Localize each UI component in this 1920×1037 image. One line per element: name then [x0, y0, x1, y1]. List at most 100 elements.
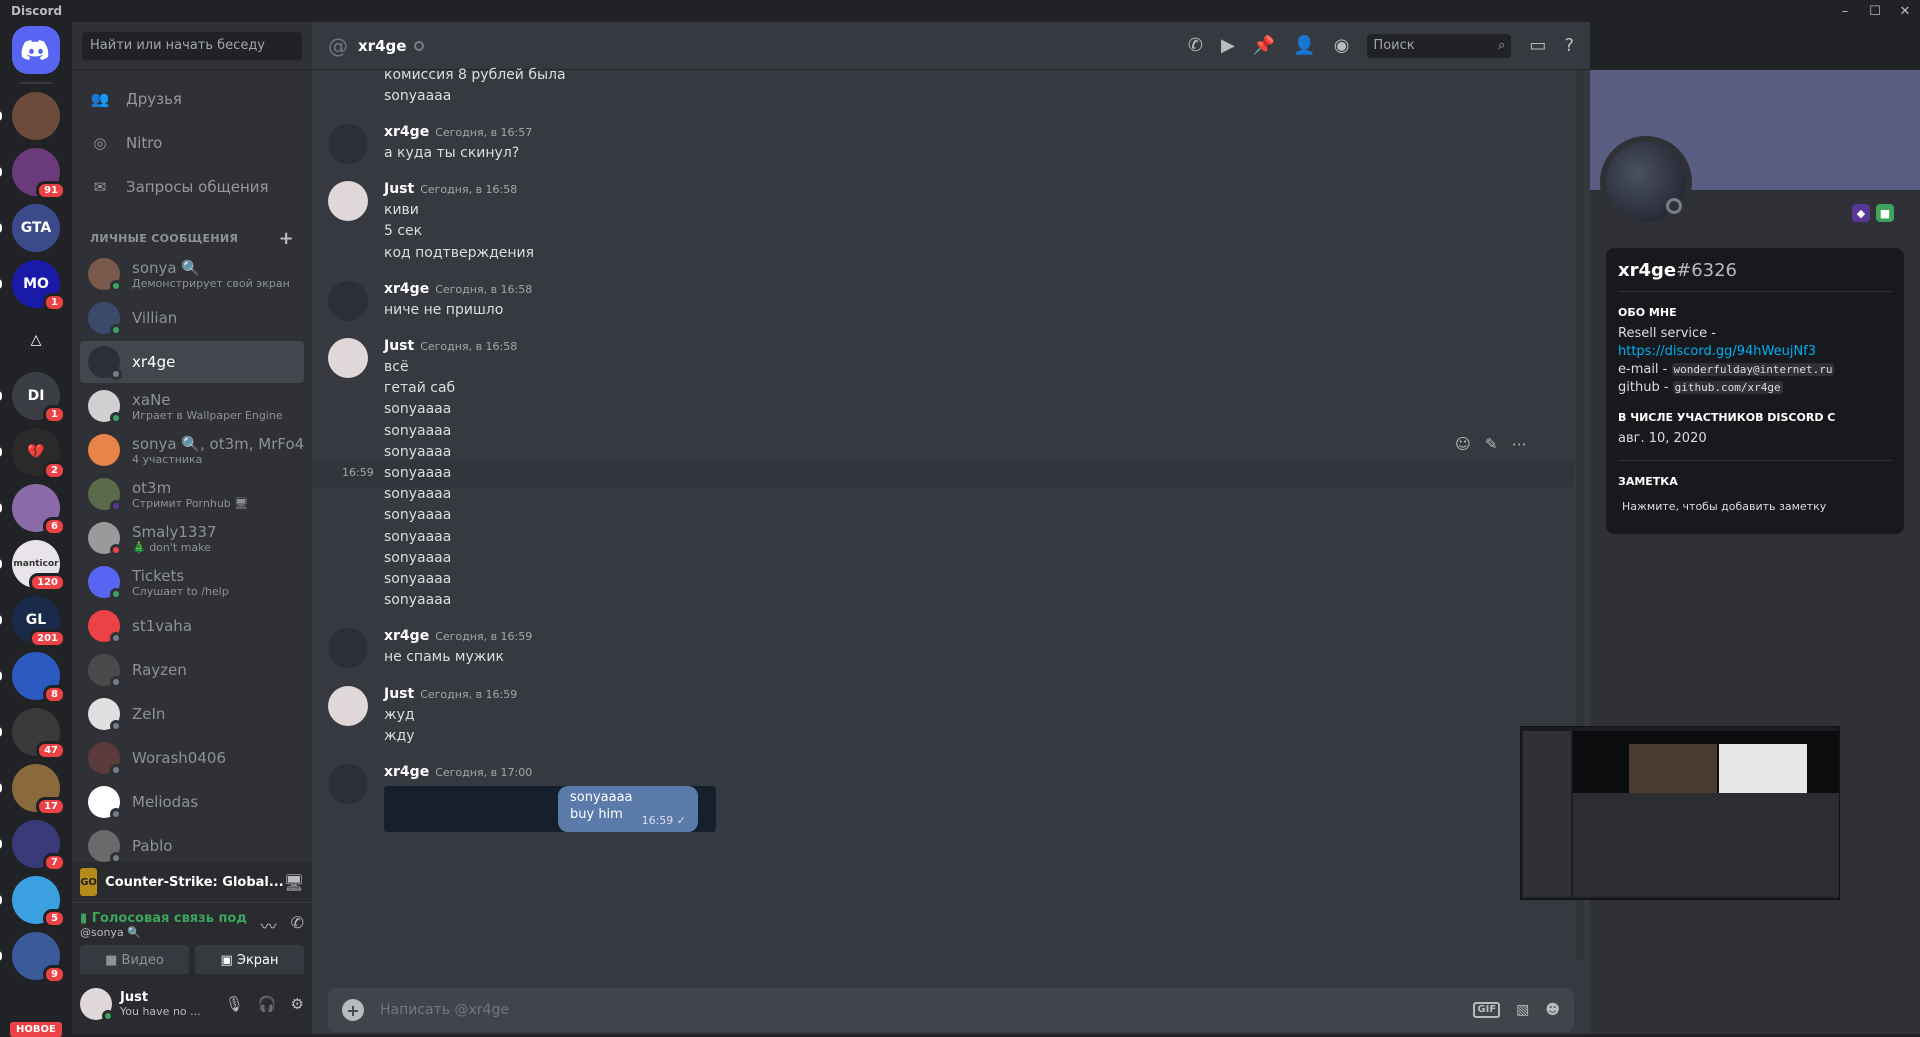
user-profile-icon[interactable]: ◉ — [1333, 35, 1350, 56]
server-icon[interactable]: 5 — [0, 876, 66, 928]
video-button[interactable]: ■ Видео — [80, 945, 189, 975]
dm-item[interactable]: Smaly1337🎄 don't make — [80, 517, 304, 559]
server-icon[interactable]: 💔2 — [0, 428, 66, 480]
new-badge[interactable]: НОВОЕ — [10, 1022, 62, 1037]
author-avatar[interactable] — [328, 628, 368, 669]
voice-call-icon[interactable]: ✆ — [1187, 35, 1204, 56]
close-icon[interactable]: ✕ — [1899, 3, 1911, 19]
attach-plus-icon[interactable]: + — [342, 999, 364, 1021]
server-icon[interactable]: △ — [12, 316, 60, 364]
profile-avatar[interactable] — [1600, 136, 1692, 228]
settings-gear-icon[interactable]: ⚙ — [290, 995, 304, 1013]
dm-item[interactable]: ZeIn — [80, 693, 304, 735]
author-avatar[interactable] — [328, 181, 368, 222]
voice-status[interactable]: ▮ Голосовая связь под — [80, 911, 247, 926]
nitro-badge-icon[interactable]: ◆ — [1852, 204, 1870, 222]
author-avatar[interactable] — [328, 338, 368, 378]
server-icon[interactable]: 6 — [0, 484, 66, 536]
invite-link[interactable]: https://discord.gg/94hWeujNf3 — [1618, 344, 1817, 359]
author-name[interactable]: xr4ge — [384, 628, 430, 645]
message-input[interactable] — [380, 1002, 1474, 1018]
dm-item[interactable]: sonya 🔍Демонстрирует свой экран — [80, 253, 304, 295]
nav-nitro[interactable]: ◎Nitro — [80, 122, 304, 164]
note-input[interactable]: Нажмите, чтобы добавить заметку — [1622, 500, 1827, 513]
server-icon[interactable]: 8 — [0, 652, 66, 704]
early-supporter-icon[interactable]: ■ — [1876, 204, 1894, 222]
dm-item[interactable]: Rayzen — [80, 649, 304, 691]
minimize-icon[interactable]: – — [1841, 3, 1849, 19]
author-avatar[interactable] — [328, 124, 368, 164]
message-composer: + GIF ▧ ☻ — [328, 988, 1574, 1032]
author-name[interactable]: Just — [384, 181, 415, 198]
dm-item[interactable]: st1vaha — [80, 605, 304, 647]
server-icon[interactable]: 47 — [0, 708, 66, 760]
add-reaction-icon[interactable]: ☺ — [1455, 435, 1471, 453]
dm-item[interactable]: Worash0406 — [80, 737, 304, 779]
author-avatar[interactable] — [328, 685, 368, 726]
disconnect-icon[interactable]: ✆ — [290, 913, 304, 932]
video-call-icon[interactable]: ▶ — [1221, 35, 1235, 56]
dm-name: Pablo — [132, 837, 173, 855]
dm-search-input[interactable]: Найти или начать беседу — [82, 32, 302, 60]
author-name[interactable]: xr4ge — [384, 280, 430, 297]
server-icon[interactable]: 9 — [0, 932, 66, 984]
dm-avatar — [88, 522, 122, 556]
author-avatar[interactable] — [328, 764, 368, 804]
microphone-icon[interactable]: 🎙 — [224, 995, 244, 1013]
maximize-icon[interactable]: ☐ — [1869, 3, 1881, 19]
nav-friends[interactable]: 👥Друзья — [80, 78, 304, 120]
author-avatar[interactable] — [328, 280, 368, 321]
author-name[interactable]: Just — [384, 338, 415, 354]
message-line: жду — [384, 727, 415, 744]
dm-item[interactable]: Pablo — [80, 825, 304, 867]
user-avatar[interactable] — [80, 988, 114, 1022]
dm-item[interactable]: Villian — [80, 297, 304, 339]
game-activity[interactable]: GO Counter-Strike: Global... 🖥 — [72, 862, 312, 902]
dm-item[interactable]: xr4ge — [80, 341, 304, 383]
server-icon[interactable]: 7 — [0, 820, 66, 872]
server-icon[interactable]: GTA — [0, 204, 60, 252]
screen-share-icon[interactable]: 🖥 — [283, 872, 304, 892]
nav-mail[interactable]: ✉Запросы общения — [80, 166, 304, 208]
emoji-icon[interactable]: ☻ — [1545, 1002, 1560, 1018]
author-name[interactable]: xr4ge — [384, 124, 430, 140]
server-icon[interactable]: 91 — [0, 148, 66, 200]
pin-icon[interactable]: 📌 — [1252, 35, 1276, 56]
inbox-icon[interactable]: ▭ — [1529, 35, 1547, 56]
server-icon[interactable]: 17 — [0, 764, 66, 816]
more-icon[interactable]: ⋯ — [1511, 435, 1527, 453]
chat-scrollbar[interactable] — [1576, 70, 1584, 960]
noise-suppression-icon[interactable]: 〰 — [260, 917, 277, 936]
add-friend-icon[interactable]: 👤 — [1293, 35, 1316, 56]
dm-item[interactable]: Meliodas — [80, 781, 304, 823]
screen-button[interactable]: ▣ Экран — [195, 945, 304, 975]
edit-icon[interactable]: ✎ — [1485, 435, 1498, 453]
create-dm-icon[interactable]: + — [278, 228, 294, 249]
help-icon[interactable]: ? — [1564, 35, 1574, 56]
screen-share-preview[interactable] — [1520, 726, 1840, 900]
sticker-icon[interactable]: ▧ — [1516, 1002, 1530, 1018]
author-name[interactable]: xr4ge — [384, 764, 430, 780]
message-line: sonyaaaa — [384, 465, 452, 481]
server-icon[interactable] — [0, 92, 60, 140]
dm-search[interactable]: Найти или начать беседу — [72, 22, 312, 70]
message-timestamp: Сегодня, в 16:57 — [435, 126, 533, 139]
headphones-icon[interactable]: 🎧 — [257, 995, 277, 1013]
gif-icon[interactable]: GIF — [1473, 1002, 1501, 1018]
author-name[interactable]: Just — [384, 685, 415, 702]
hovered-message[interactable]: 16:59 — [312, 461, 1574, 487]
chat-search[interactable]: Поиск ⌕ — [1367, 33, 1512, 58]
home-button[interactable] — [12, 26, 60, 74]
